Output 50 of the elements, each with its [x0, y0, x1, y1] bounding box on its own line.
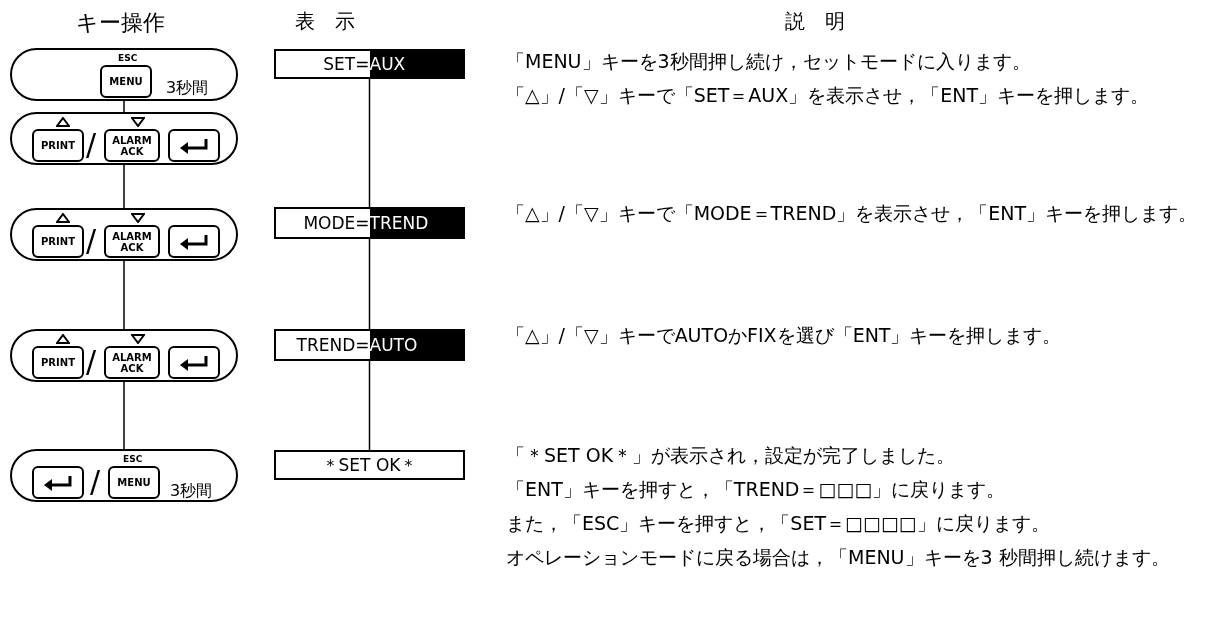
highlighted-display-text: TREND	[369, 214, 429, 232]
description-text: 「△」/「▽」キーで「MODE＝TREND」を表示させ，「ENT」キーを押します。	[506, 201, 1199, 226]
description-text: また，「ESC」キーを押すと，「SET＝□□□□」に戻ります。	[506, 511, 1051, 536]
keyboard-key: PRINT	[32, 129, 84, 162]
keyboard-key: ALARM ACK	[104, 129, 160, 162]
display-screen	[274, 49, 465, 79]
key-panel	[10, 208, 238, 261]
display-screen	[274, 450, 465, 480]
keyboard-key: ALARM ACK	[104, 346, 160, 379]
highlighted-display-text: AUTO	[369, 336, 418, 354]
key-legend: ESC	[118, 52, 138, 66]
description-text: オペレーションモードに戻る場合は，「MENU」キーを3 秒間押し続けます。	[506, 545, 1171, 570]
key-panel	[10, 48, 238, 101]
connector-line	[123, 260, 125, 330]
separator-slash: /	[86, 130, 97, 160]
description-text: 「＊SET OK＊」が表示され，設定が完了しました。	[506, 443, 957, 468]
separator-slash: /	[86, 226, 97, 256]
display-text: SET=	[323, 55, 370, 73]
key-legend: ESC	[123, 453, 143, 467]
connector-line	[123, 100, 125, 113]
connector-line	[368, 78, 371, 208]
column-heading: キー操作	[74, 9, 166, 37]
column-heading: 表 示	[294, 8, 356, 35]
key-panel	[10, 449, 238, 502]
keyboard-key: PRINT	[32, 225, 84, 258]
description-text: 「MENU」キーを3秒間押し続け，セットモードに入ります。	[506, 49, 1032, 74]
connector-line	[123, 164, 125, 209]
separator-slash: /	[86, 347, 97, 377]
keyboard-key: PRINT	[32, 346, 84, 379]
highlighted-display-text: AUX	[369, 55, 406, 73]
display-text: ＊SET OK＊	[321, 456, 418, 474]
description-text: 「△」/「▽」キーで「SET＝AUX」を表示させ，「ENT」キーを押します。	[506, 83, 1151, 108]
keyboard-key: MENU	[100, 65, 152, 98]
key-panel	[10, 329, 238, 382]
duration-note: 3秒間	[166, 77, 209, 99]
display-screen	[274, 329, 465, 361]
separator-slash: /	[90, 467, 101, 497]
connector-line	[368, 238, 371, 330]
display-screen	[274, 207, 465, 239]
keyboard-key: MENU	[108, 466, 160, 499]
connector-line	[123, 381, 125, 450]
display-text: TREND=	[296, 336, 370, 354]
keyboard-key: ALARM ACK	[104, 225, 160, 258]
key-panel	[10, 112, 238, 165]
connector-line	[368, 360, 371, 451]
description-text: 「ENT」キーを押すと，「TREND＝□□□」に戻ります。	[506, 477, 1007, 502]
description-text: 「△」/「▽」キーでAUTOかFIXを選び「ENT」キーを押します。	[506, 323, 1063, 348]
display-text: MODE=	[303, 214, 370, 232]
column-heading: 説 明	[784, 8, 846, 35]
duration-note: 3秒間	[170, 480, 213, 502]
